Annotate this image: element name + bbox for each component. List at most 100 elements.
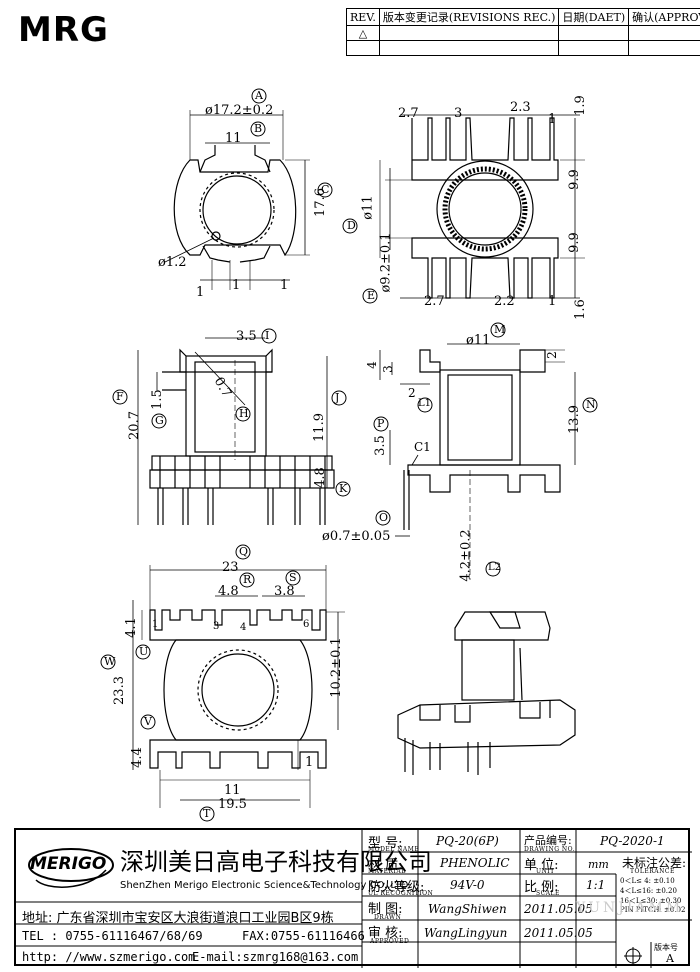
approved-by: WangLingyun xyxy=(424,926,508,940)
dim-10-2: 10.2±0.1 xyxy=(328,637,344,698)
company-address: 地址: 广东省深圳市宝安区大浪街道浪口工业园B区9栋 xyxy=(22,911,334,926)
label-t: T xyxy=(203,807,211,820)
dim-r: 4.8 xyxy=(218,584,239,599)
drawn-label: 制 图: xyxy=(368,902,403,917)
dim-11: 11 xyxy=(224,783,241,798)
dim-bot-2-2: 2.2 xyxy=(494,294,515,309)
label-j: J xyxy=(335,391,340,404)
label-c: C xyxy=(321,183,330,196)
dim-k: 4.8 xyxy=(312,467,328,488)
scale-value: 1:1 xyxy=(586,878,606,892)
tolerance-3: 16＜L≤30: ±0.30 xyxy=(620,897,682,905)
material-value: PHENOLIC xyxy=(440,856,510,870)
tolerance-4: PIN PITCH: ±0.02 xyxy=(620,906,686,914)
material-label: 材 质: xyxy=(368,858,403,873)
revision-table: REV. 版本变更记录(REVISIONS REC.) 日期(DAET) 确认(… xyxy=(346,8,700,56)
company-name-cn: 深圳美日高电子科技有限公司 xyxy=(120,848,432,876)
dim-b: 11 xyxy=(225,131,242,146)
dim-bottom-1: 1 xyxy=(305,755,314,770)
tolerance-1: 0＜L≤ 4: ±0.10 xyxy=(620,877,675,885)
label-d: D xyxy=(347,219,356,232)
flame-label-en: UL RECOGNITION xyxy=(368,890,434,897)
isometric-view xyxy=(397,611,576,775)
dim-j: 11.9 xyxy=(311,413,327,442)
dim-9-9-bottom: 9.9 xyxy=(566,232,582,253)
dim-t: 19.5 xyxy=(218,797,247,812)
bottom-view xyxy=(132,565,345,808)
dim-o: ø0.7±0.05 xyxy=(322,529,391,544)
pin-6: 6 xyxy=(303,619,310,630)
label-u: U xyxy=(139,645,149,658)
label-s: S xyxy=(289,571,297,584)
label-f: F xyxy=(116,390,124,403)
label-e: E xyxy=(367,289,376,302)
dim-4: 4 xyxy=(364,361,379,369)
version-label: 版本号 xyxy=(654,943,678,952)
label-r: R xyxy=(243,573,252,586)
material-label-en: MATERIAL xyxy=(368,868,406,875)
watermark: YUNJIAMM xyxy=(576,900,684,916)
dim-m: ø11 xyxy=(466,333,491,348)
unit-label-en: UNIT xyxy=(536,868,555,875)
dim-a: ø17.2±0.2 xyxy=(205,103,274,118)
tolerance-2: 4＜L≤16: ±0.20 xyxy=(620,887,677,895)
label-o: O xyxy=(379,511,389,524)
model-label-en: MODEL NAME xyxy=(368,846,420,853)
dim-pin: ø1.2 xyxy=(158,255,187,270)
dim-i: 3.5 xyxy=(236,329,257,344)
dim-l2: 4.2±0.2 xyxy=(458,529,474,582)
model-value: PQ-20(6P) xyxy=(436,834,499,848)
label-m: M xyxy=(494,323,506,336)
dim-q: 23 xyxy=(222,560,239,575)
dim-c1: C1 xyxy=(414,440,431,454)
brand-logo: MERIGO xyxy=(30,854,107,874)
company-email: E-mail:szmrg168@163.com xyxy=(192,950,359,964)
unit-label: 单 位: xyxy=(524,858,559,873)
dim-w: 23.3 xyxy=(111,676,127,705)
side-view xyxy=(137,337,335,525)
title-block-grid xyxy=(16,830,692,968)
scale-label-en: SCALE xyxy=(536,890,560,897)
dim-d: ø11 xyxy=(360,195,376,220)
label-h: H xyxy=(239,407,249,420)
dim-f: 20.7 xyxy=(126,411,142,440)
dim-top-1-9: 1.9 xyxy=(572,95,588,116)
drawing-no-label-en: DRAWING NO. xyxy=(524,846,576,853)
label-g: G xyxy=(155,414,164,427)
dim-e: ø9.2±0.1 xyxy=(378,232,394,293)
label-l1: L1 xyxy=(418,398,432,409)
rev-col-header: REV. xyxy=(346,8,380,26)
drawn-by: WangShiwen xyxy=(428,902,507,916)
drawn-date: 2011.05.05 xyxy=(524,902,593,916)
dim-top-2-3: 2.3 xyxy=(510,100,531,115)
dim-top-1: 1 xyxy=(548,112,557,127)
dim-9-9-top: 9.9 xyxy=(566,169,582,190)
dim-top-2-7: 2.7 xyxy=(398,106,419,121)
company-website: http: //www.szmerigo.com xyxy=(22,950,196,964)
top-view xyxy=(164,110,310,290)
tolerance-label: 未标注公差: xyxy=(622,856,687,870)
front-view xyxy=(379,114,585,299)
company-fax: FAX:0755-61116466 xyxy=(242,929,365,943)
approved-date: 2011.05.05 xyxy=(524,926,593,940)
label-i: I xyxy=(265,329,270,342)
flame-label: 防火等级: xyxy=(368,880,425,895)
dim-bot-1: 1 xyxy=(548,294,557,309)
dim-3: 3 xyxy=(380,365,395,373)
dim-p: 3.5 xyxy=(372,435,388,456)
dim-4-4: 4.4 xyxy=(129,747,145,768)
dim-bot-1-6: 1.6 xyxy=(572,299,588,320)
label-n: N xyxy=(586,398,596,411)
label-q: Q xyxy=(239,545,249,558)
label-b: B xyxy=(254,122,263,135)
version-value: A xyxy=(666,952,674,965)
company-tel: TEL : 0755-61116467/68/69 xyxy=(22,929,203,943)
technical-drawing xyxy=(100,88,598,822)
dim-2a: 2 xyxy=(408,386,416,400)
dim-1b: 1 xyxy=(232,278,241,293)
label-k: K xyxy=(339,482,348,495)
dim-2b: 2 xyxy=(544,351,559,359)
company-name-en: ShenZhen Merigo Electronic Science&Techn… xyxy=(120,880,409,891)
dim-1a: 1 xyxy=(196,285,205,300)
unit-value: mm xyxy=(588,858,609,871)
